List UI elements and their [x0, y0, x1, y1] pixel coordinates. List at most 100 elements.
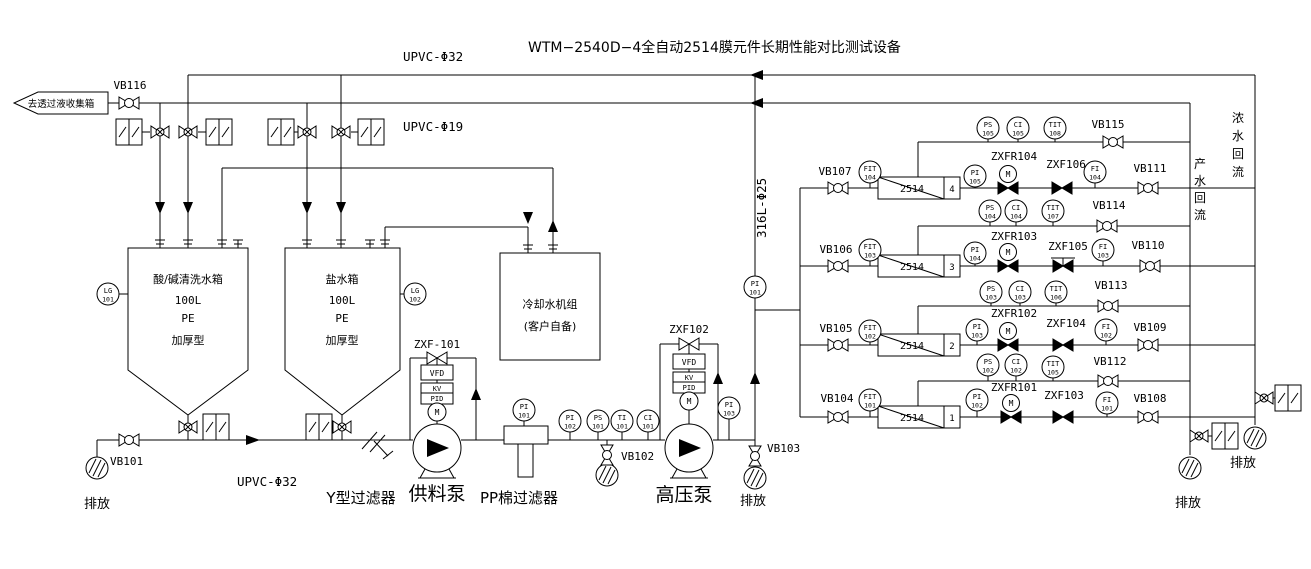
instrument-number: 102 — [1010, 367, 1022, 375]
valve-VB112: VB112 — [1093, 355, 1127, 388]
instrument-circle — [1044, 280, 1068, 304]
valve-ball — [1143, 183, 1153, 193]
drain-symbol — [88, 458, 97, 474]
flow-arrow — [155, 202, 165, 214]
instrument-tag: FI — [1103, 396, 1111, 404]
feed-pump-base — [448, 468, 455, 479]
hp-pump-base — [671, 468, 678, 479]
valve-ZXF106: ZXF106 — [1046, 158, 1086, 195]
instrument-number: 103 — [1014, 294, 1026, 302]
instrument-number: 102 — [1100, 332, 1112, 340]
instrument-tag: PI — [566, 414, 574, 422]
instrument-circle — [717, 396, 741, 420]
instrument-number: 101 — [102, 296, 114, 304]
valve-VB105: VB105 — [819, 322, 853, 352]
motor-actuator — [999, 322, 1017, 340]
valve-body — [678, 337, 700, 351]
instrument-circle — [858, 319, 882, 343]
instrument-circle — [979, 280, 1003, 304]
instrument-number: 104 — [969, 255, 981, 263]
instrument-number: 101 — [616, 423, 628, 431]
valve-ZXF105: ZXF105 — [1048, 240, 1088, 273]
drain-label-right1: 排放 — [1175, 496, 1201, 511]
drain-label-hp: 排放 — [740, 494, 766, 509]
drain-symbol — [1190, 462, 1199, 478]
motor-actuator-label: M — [1006, 170, 1011, 179]
hp-pump-pid-label: PID — [683, 384, 696, 392]
valve-assembly-box — [205, 421, 214, 433]
instrument-circle — [1043, 116, 1067, 140]
instrument-circle — [858, 238, 882, 262]
valve-ball — [1103, 301, 1113, 311]
assembly-valve-ball — [337, 128, 345, 136]
valve-ZXF102: ZXF102 — [669, 323, 709, 351]
instrument-tag: FIT — [864, 393, 877, 401]
instrument-tag: FIT — [864, 243, 877, 251]
instrument-tag: PI — [751, 280, 759, 288]
y-strainer — [369, 434, 386, 453]
valve-label-VB110: VB110 — [1131, 239, 1164, 252]
instrument-number: 103 — [723, 410, 735, 418]
instrument-tag: CI — [1012, 358, 1020, 366]
instrument-circle — [976, 116, 1000, 140]
instrument-number: 103 — [1097, 252, 1109, 260]
valve-assembly-box — [321, 421, 330, 433]
valve-VB116: VB116 — [113, 79, 147, 110]
drain-symbol — [1181, 458, 1190, 474]
hp-pump-base — [700, 468, 707, 479]
valve-ball — [124, 98, 134, 108]
instrument-circle — [1041, 355, 1065, 379]
motor-actuator — [1002, 394, 1020, 412]
instrument-number: 101 — [749, 289, 761, 297]
valve-VB115: VB115 — [1091, 118, 1125, 149]
cooler-line2: (客户自备) — [524, 319, 577, 333]
instrument-circle — [1095, 391, 1119, 415]
valve-label-VB103: VB103 — [767, 442, 800, 455]
instrument-tag: FIT — [864, 324, 877, 332]
flow-arrow — [750, 70, 763, 80]
valve-body — [1051, 181, 1073, 195]
pp-filter-body — [503, 425, 549, 445]
valve-label-ZXFR104: ZXFR104 — [991, 150, 1038, 163]
instrument-circle — [1006, 116, 1030, 140]
hp-pump-kv-label: KV — [685, 374, 694, 382]
instrument-tag: TIT — [1047, 204, 1060, 212]
instrument-number: 104 — [1089, 174, 1101, 182]
feed-pump-base — [419, 468, 426, 479]
instrument-tag: FIT — [864, 165, 877, 173]
valve-VB114: VB114 — [1092, 199, 1126, 233]
valve-assembly-box — [1290, 392, 1299, 404]
tank2-line1: 盐水箱 — [326, 272, 359, 286]
instrument-tag: PI — [520, 403, 528, 411]
instrument-number: 103 — [864, 252, 876, 260]
valve-ZXF-101: ZXF-101 — [414, 338, 460, 365]
valve-assembly-box — [131, 126, 140, 138]
tank-acid-cleaning — [127, 247, 249, 416]
instrument-circle — [965, 388, 989, 412]
pipe-label-upvc19: UPVC-Φ19 — [403, 119, 463, 134]
drain-symbol — [598, 465, 607, 481]
drain-symbol — [1246, 428, 1255, 444]
valve-VB106: VB106 — [819, 243, 853, 273]
pipe-label-upvc32-top: UPVC-Φ32 — [403, 49, 463, 64]
valve-VB104: VB104 — [820, 392, 854, 424]
valve-label-VB109: VB109 — [1133, 321, 1166, 334]
drain-label-right2: 排放 — [1230, 456, 1256, 471]
valve-label-ZXF102: ZXF102 — [669, 323, 709, 336]
valve-ZXF104: ZXF104 — [1046, 317, 1086, 352]
instrument-circle — [976, 353, 1000, 377]
instrument-tag: PI — [971, 246, 979, 254]
